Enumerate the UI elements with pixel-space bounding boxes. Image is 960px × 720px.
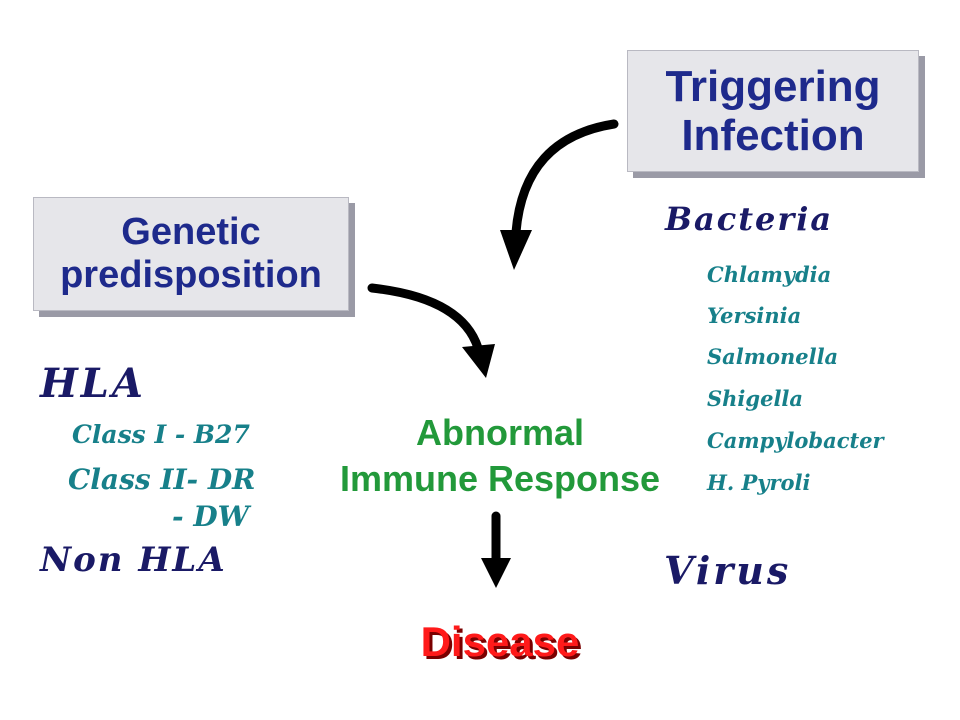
non-hla-heading: Non HLA [40,540,227,580]
bacteria-item: H. Pyroli [707,470,811,495]
hla-heading: HLA [40,360,146,407]
abnormal-response-line2: Immune Response [339,458,661,499]
genetic-predisposition-line1: Genetic [121,211,261,254]
hla-class2-dr: Class II- DR [68,463,256,496]
bacteria-item: Yersinia [707,303,802,328]
genetic-predisposition-line2: predisposition [60,254,322,296]
hla-class1-b27: Class I - B27 [72,420,250,449]
triggering-infection-line2: Infection [681,111,865,160]
arrowhead-genetic [462,344,495,378]
bacteria-item: Salmonella [707,344,839,369]
virus-heading: Virus [664,548,792,593]
disease-label: Disease [420,618,580,665]
hla-class2-dw: - DW [172,500,250,533]
genetic-predisposition-box: Genetic predisposition [33,197,349,311]
bacteria-item: Shigella [707,386,804,411]
arrowhead-disease [481,558,511,588]
triggering-infection-box: Triggering Infection [627,50,919,172]
triggering-infection-line1: Triggering [665,61,881,111]
arrowhead-infection [500,230,532,270]
bacteria-item: Campylobacter [707,428,884,453]
bacteria-heading: Bacteria [665,200,834,238]
abnormal-response-line1: Abnormal [415,412,584,453]
arrow-infection-to-response [511,119,619,237]
arrow-genetic-to-response [367,283,483,353]
bacteria-item: Chlamydia [707,262,832,287]
